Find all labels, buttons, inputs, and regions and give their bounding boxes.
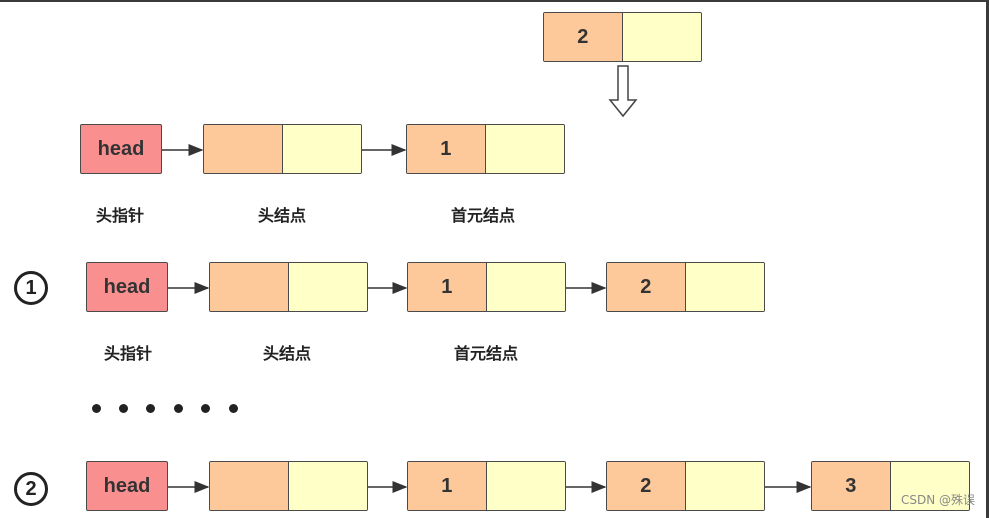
- label-first-node: 首元结点: [454, 344, 519, 363]
- node-data: 2: [607, 462, 686, 510]
- node-next-pointer: [288, 462, 367, 510]
- node-data: [210, 263, 289, 311]
- node-data: 1: [408, 462, 487, 510]
- label-first-node: 首元结点: [451, 206, 516, 225]
- head-pointer-box: head: [86, 461, 168, 511]
- node-data: 3: [812, 462, 891, 510]
- first-node: 1: [407, 461, 566, 511]
- ellipsis-dot: [92, 404, 101, 413]
- frame-right-border: [986, 0, 989, 518]
- label-head-pointer: 头指针: [96, 206, 145, 225]
- node-data: [204, 125, 283, 173]
- list-node: 2: [606, 262, 765, 312]
- ellipsis-dot: [229, 404, 238, 413]
- step-marker-1: 1: [14, 271, 48, 305]
- node-data: [210, 462, 289, 510]
- ellipsis-dot: [174, 404, 183, 413]
- insert-down-arrow: [608, 65, 638, 118]
- node-data: 2: [607, 263, 686, 311]
- list-node: 3: [811, 461, 970, 511]
- head-node: [209, 262, 368, 312]
- label-head-pointer: 头指针: [104, 344, 153, 363]
- list-node: 2: [606, 461, 765, 511]
- head-pointer-box: head: [86, 262, 168, 312]
- node-data: 1: [407, 125, 486, 173]
- label-head-node: 头结点: [263, 344, 312, 363]
- node-next-pointer: [685, 263, 764, 311]
- node-next-pointer: [622, 13, 701, 61]
- step-marker-2: 2: [14, 472, 48, 506]
- node-next-pointer: [890, 462, 969, 510]
- node-data: 2: [544, 13, 623, 61]
- node-next-pointer: [288, 263, 367, 311]
- head-pointer-box: head: [80, 124, 162, 174]
- node-next-pointer: [282, 125, 361, 173]
- node-next-pointer: [485, 125, 564, 173]
- node-next-pointer: [486, 462, 565, 510]
- watermark: CSDN @殊误: [900, 493, 975, 507]
- ellipsis-dot: [119, 404, 128, 413]
- node-next-pointer: [685, 462, 764, 510]
- first-node: 1: [406, 124, 565, 174]
- head-node: [203, 124, 362, 174]
- frame-top-border: [0, 0, 989, 2]
- label-head-node: 头结点: [258, 206, 307, 225]
- node-next-pointer: [486, 263, 565, 311]
- new-node: 2: [543, 12, 702, 62]
- node-data: 1: [408, 263, 487, 311]
- first-node: 1: [407, 262, 566, 312]
- ellipsis-dot: [201, 404, 210, 413]
- head-node: [209, 461, 368, 511]
- ellipsis-dot: [146, 404, 155, 413]
